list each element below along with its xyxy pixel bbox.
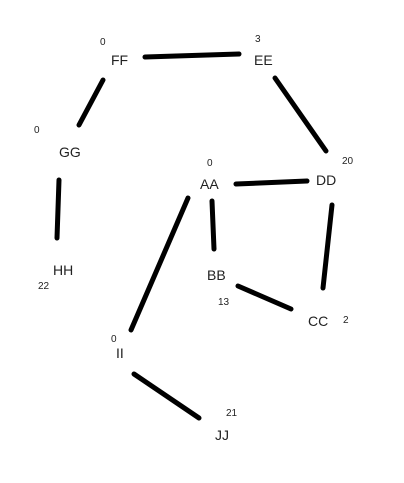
- node-label: GG: [59, 144, 81, 160]
- node-cc: CC 2: [308, 313, 349, 329]
- node-label: AA: [200, 176, 219, 192]
- node-ii: II0: [111, 334, 124, 361]
- node-label: JJ: [215, 427, 229, 443]
- node-bb: BB 13: [207, 267, 230, 308]
- edge-aa-bb: [209, 198, 217, 252]
- node-value: 2: [343, 315, 349, 326]
- edge-aa-ii: [128, 195, 191, 333]
- node-label: DD: [316, 172, 336, 188]
- edge-ff-gg: [76, 77, 106, 128]
- edge-ff-ee: [142, 51, 242, 60]
- node-gg: GG 0: [34, 125, 81, 160]
- node-label: II: [116, 345, 124, 361]
- edge-gg-hh: [54, 177, 62, 241]
- edge-aa-dd: [233, 178, 310, 187]
- node-label: CC: [308, 313, 328, 329]
- node-value: 0: [100, 37, 106, 48]
- node-ee: EE 3: [254, 34, 273, 68]
- node-ff: FF 0: [100, 37, 128, 68]
- node-label: EE: [254, 52, 273, 68]
- edge-ii-jj: [131, 371, 202, 421]
- node-value: 22: [38, 281, 50, 292]
- node-value: 3: [255, 34, 261, 45]
- edge-dd-cc: [320, 202, 335, 291]
- node-value: 20: [342, 156, 354, 167]
- node-value: 0: [111, 334, 117, 345]
- node-jj: JJ 21: [215, 408, 238, 443]
- node-dd: DD 20: [316, 156, 354, 188]
- edge-ee-dd: [272, 75, 329, 154]
- node-value: 0: [207, 158, 213, 169]
- node-aa: AA 0: [200, 158, 219, 192]
- node-value: 13: [218, 297, 230, 308]
- node-value: 21: [226, 408, 238, 419]
- edge-bb-cc: [235, 283, 294, 312]
- node-value: 0: [34, 125, 40, 136]
- edges-layer: [54, 51, 335, 421]
- node-label: HH: [53, 262, 73, 278]
- node-label: FF: [111, 52, 128, 68]
- node-label: BB: [207, 267, 226, 283]
